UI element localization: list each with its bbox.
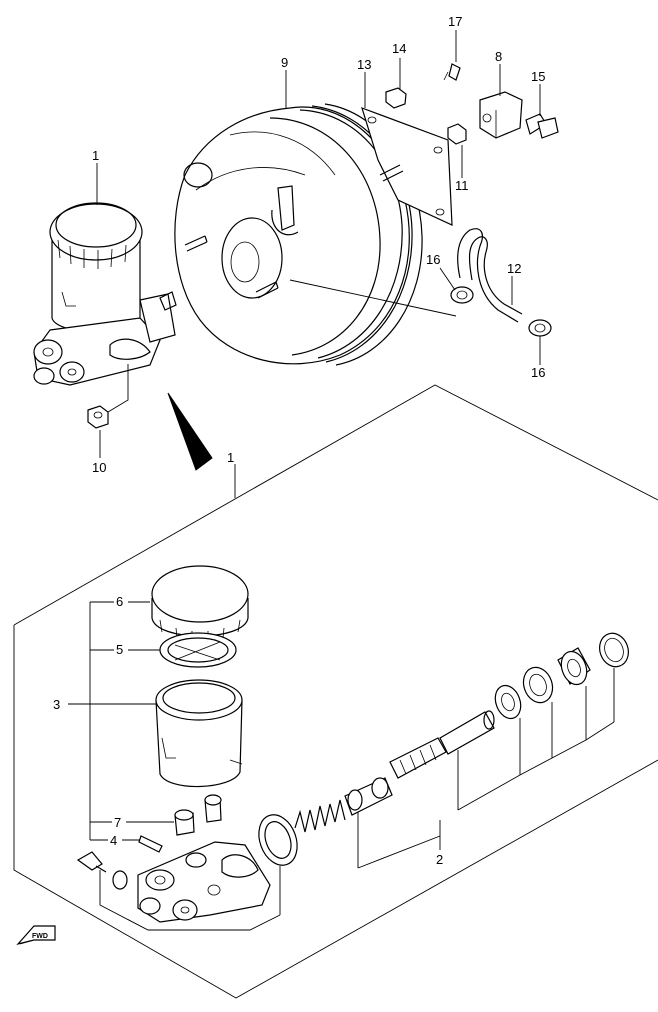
callout-1-top: 1 bbox=[92, 148, 99, 163]
piston-secondary bbox=[344, 777, 393, 816]
hose-clamp-16a bbox=[450, 286, 474, 304]
piston-primary bbox=[439, 710, 495, 755]
callout-9: 9 bbox=[281, 55, 288, 70]
callout-1-box: 1 bbox=[227, 450, 234, 465]
fwd-label: FWD bbox=[32, 933, 48, 940]
callout-3: 3 bbox=[53, 697, 60, 712]
callout-13: 13 bbox=[357, 57, 371, 72]
assembly-direction-arrow bbox=[167, 392, 213, 471]
nut-10 bbox=[87, 405, 109, 429]
pin-4 bbox=[138, 835, 163, 853]
callout-10: 10 bbox=[92, 460, 106, 475]
grommet-7 bbox=[174, 794, 222, 836]
spring-primary bbox=[294, 799, 346, 833]
callout-16a: 16 bbox=[426, 252, 440, 267]
snap-ring bbox=[599, 632, 629, 668]
callout-15: 15 bbox=[531, 69, 545, 84]
washer bbox=[112, 870, 128, 890]
fwd-arrow-icon: FWD bbox=[16, 925, 56, 946]
callout-5: 5 bbox=[116, 642, 123, 657]
bolt-15 bbox=[525, 113, 559, 139]
nut-14 bbox=[385, 87, 407, 109]
seal-rings bbox=[494, 666, 554, 720]
callout-6: 6 bbox=[116, 594, 123, 609]
reservoir bbox=[155, 679, 243, 788]
bleeder-screw bbox=[76, 851, 107, 873]
o-ring-large bbox=[258, 814, 298, 866]
reservoir-seal bbox=[159, 632, 237, 668]
vacuum-hose bbox=[457, 228, 523, 323]
spring-secondary bbox=[389, 737, 447, 779]
callout-12: 12 bbox=[507, 261, 521, 276]
brake-booster bbox=[174, 103, 423, 366]
callout-16b: 16 bbox=[531, 365, 545, 380]
bushing bbox=[557, 647, 591, 686]
callout-4: 4 bbox=[110, 833, 117, 848]
bracket-8 bbox=[479, 91, 523, 139]
hose-clamp-16b bbox=[528, 319, 552, 337]
gasket-plate bbox=[361, 107, 453, 226]
callout-8: 8 bbox=[495, 49, 502, 64]
exploded-view-box bbox=[13, 384, 658, 999]
leader-lines bbox=[68, 30, 615, 931]
callout-14: 14 bbox=[392, 41, 406, 56]
callout-7: 7 bbox=[114, 815, 121, 830]
clip-pin-17 bbox=[443, 63, 461, 81]
callout-labels: 1 9 13 14 17 8 15 11 16 12 16 10 1 6 5 3… bbox=[53, 14, 545, 867]
callout-17: 17 bbox=[448, 14, 462, 29]
nut-11 bbox=[447, 123, 467, 145]
callout-2: 2 bbox=[436, 852, 443, 867]
master-cylinder-top bbox=[33, 202, 177, 386]
reservoir-cap bbox=[151, 565, 249, 641]
cylinder-body bbox=[137, 841, 271, 923]
callout-11: 11 bbox=[455, 178, 469, 193]
